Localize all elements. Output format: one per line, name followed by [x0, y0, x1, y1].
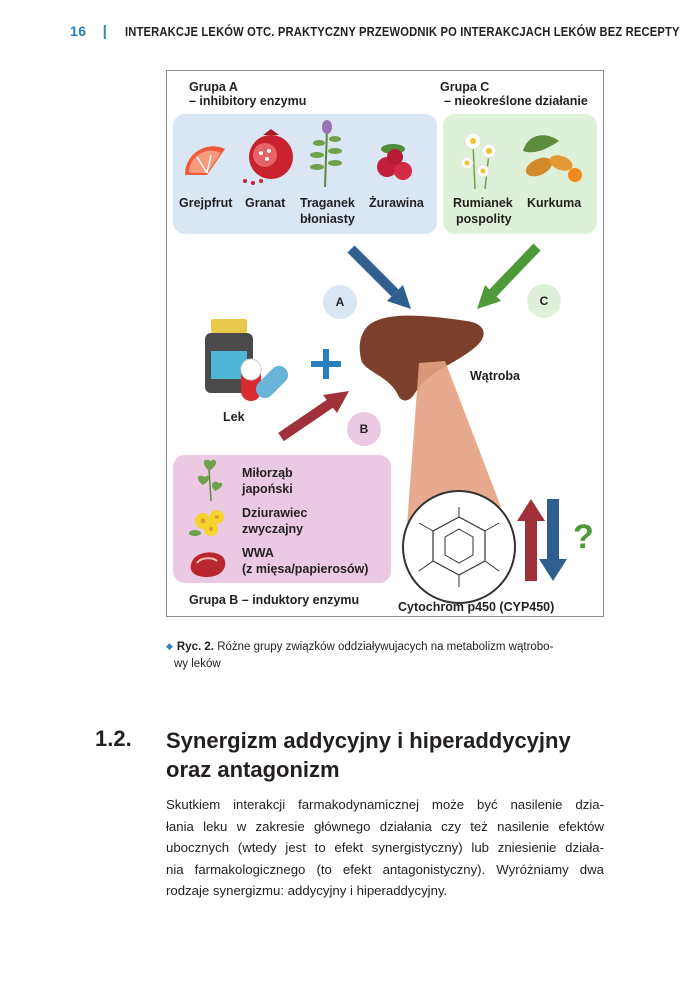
- zoom-beam-icon: [407, 361, 501, 525]
- arrow-b-icon: [278, 391, 349, 442]
- question-mark: ?: [573, 518, 594, 556]
- liver-icon: [359, 315, 484, 401]
- body-line: łania leku w zakresie głównego działania…: [166, 818, 604, 834]
- grapefruit-icon: [184, 146, 225, 175]
- tag-c: C: [527, 284, 561, 318]
- label-pomegranate: Granat: [245, 196, 286, 210]
- arrow-down-icon: [539, 499, 567, 581]
- body-line: nia farmakologicznego (to efekt antagoni…: [166, 861, 604, 877]
- pomegranate-icon: [243, 129, 293, 185]
- body-line: rodzaje synergizmu: addycyjny i hiperadd…: [166, 883, 448, 898]
- bullet-icon: ◆: [166, 641, 173, 651]
- st-johns-wort-icon: [189, 510, 224, 536]
- group-a-title: Grupa A: [189, 80, 238, 94]
- section-title-line1: Synergizm addycyjny i hiperaddycyjny: [166, 728, 571, 753]
- running-title: INTERAKCJE LEKÓW OTC. PRAKTYCZNY PRZEWOD…: [124, 23, 680, 39]
- turmeric-icon: [523, 135, 582, 182]
- capsule-icon: [240, 358, 289, 401]
- figure-caption: ◆Ryc. 2. Różne grupy związków oddziaływu…: [166, 638, 606, 673]
- label-ginkgo: Miłorząb: [242, 466, 293, 480]
- arrow-c-icon: [477, 243, 541, 309]
- label-pah: WWA: [242, 546, 274, 560]
- label-liver: Wątroba: [470, 369, 520, 383]
- body-line: ubocznych (wtedy jest to efekt synergist…: [166, 840, 604, 855]
- cranberry-icon: [377, 144, 412, 180]
- group-c-subtitle: – nieokreślone działanie: [444, 94, 588, 108]
- caption-text: Różne grupy związków oddziaływujacych na…: [217, 641, 554, 653]
- tag-a: A: [323, 285, 357, 319]
- label-drug: Lek: [223, 410, 245, 424]
- cyp450-molecule-icon: [402, 490, 516, 604]
- label-cyp450: Cytochrom p450 (CYP450): [398, 600, 555, 614]
- section-number: 1.2.: [95, 726, 132, 751]
- astragalus-icon: [310, 120, 342, 188]
- body-line: Skutkiem interakcji farmakodynamicznej m…: [166, 797, 604, 812]
- figure-drug-metabolism: Grupa A – inhibitory enzymu Grupa C – ni…: [166, 70, 604, 617]
- figure-illustrations: [184, 120, 582, 604]
- caption-label: Ryc. 2.: [176, 641, 214, 653]
- group-a-subtitle: – inhibitory enzymu: [189, 94, 307, 108]
- label-st-johns-wort: Dziurawiec: [242, 506, 308, 520]
- label-chamomile: Rumianek: [453, 196, 513, 210]
- header-separator: |: [102, 22, 107, 40]
- body-paragraph: Skutkiem interakcji farmakodynamicznej m…: [166, 794, 604, 902]
- arrow-a-icon: [347, 245, 411, 309]
- group-b-footer: Grupa B – induktory enzymu: [189, 593, 360, 607]
- label-pah-line2: (z mięsa/papierosów): [242, 562, 369, 576]
- arrow-up-icon: [517, 499, 545, 581]
- label-cranberry: Żurawina: [369, 196, 424, 210]
- section-title: Synergizm addycyjny i hiperaddycyjny ora…: [166, 726, 606, 784]
- page-number: 16: [70, 23, 87, 39]
- label-chamomile-line2: pospolity: [456, 212, 512, 226]
- label-grapefruit: Grejpfrut: [179, 196, 233, 210]
- group-c-title: Grupa C: [440, 80, 490, 94]
- label-astragalus: Traganek: [300, 196, 355, 210]
- chamomile-icon: [460, 132, 497, 190]
- label-astragalus-line2: błoniasty: [300, 212, 355, 226]
- running-header: 16 | INTERAKCJE LEKÓW OTC. PRAKTYCZNY PR…: [70, 20, 679, 42]
- label-ginkgo-line2: japoński: [242, 482, 293, 496]
- plus-icon: [311, 349, 341, 379]
- section-title-line2: oraz antagonizm: [166, 757, 340, 782]
- caption-text-line2: wy leków: [174, 658, 221, 670]
- label-turmeric: Kurkuma: [527, 196, 582, 210]
- tag-b: B: [347, 412, 381, 446]
- meat-icon: [190, 552, 226, 577]
- ginkgo-icon: [197, 459, 223, 502]
- label-st-johns-wort-line2: zwyczajny: [242, 522, 304, 536]
